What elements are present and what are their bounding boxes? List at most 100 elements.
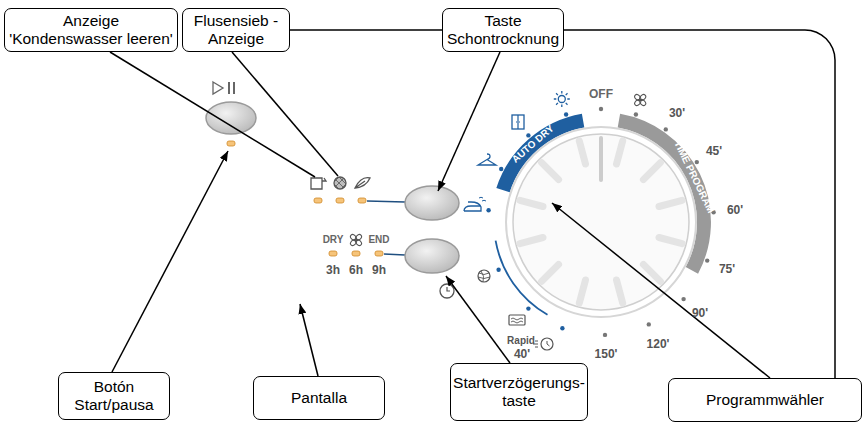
dial-knob <box>513 134 689 310</box>
leader-line <box>446 276 510 363</box>
sun-rays <box>554 91 570 107</box>
leader-line <box>110 52 315 177</box>
delicate-icon <box>355 178 370 188</box>
time-marker: 45' <box>706 145 722 157</box>
led-link-line <box>384 254 405 255</box>
delay-button <box>405 239 459 273</box>
wardrobe-doors <box>516 115 520 129</box>
clock-hands <box>447 287 450 291</box>
position-dot <box>526 306 530 310</box>
time-marker: 150' <box>595 348 618 360</box>
band-label: AUTO DRY <box>511 124 557 165</box>
indicator-led <box>352 251 360 256</box>
indicator-led <box>314 198 322 203</box>
fan-icon <box>634 93 647 106</box>
iron-steam <box>479 197 486 201</box>
fan-blade <box>349 233 357 241</box>
callout-text: Pantalla <box>291 389 347 407</box>
hanger-icon <box>478 154 496 165</box>
start-button <box>206 102 256 134</box>
fan-blade <box>634 93 642 101</box>
wardrobe-icon <box>512 115 524 129</box>
pause-bar <box>228 82 230 94</box>
indicator-icons <box>311 177 405 203</box>
dial-rim <box>506 127 696 317</box>
delay-hours: 6h <box>349 264 363 276</box>
indicator-led <box>336 198 344 203</box>
position-dot <box>496 268 500 272</box>
wool-threads <box>478 271 490 282</box>
indicator-led <box>329 251 337 256</box>
time-marker: 40' <box>514 348 530 360</box>
indicator-callout: Anzeige 'Kondenswasser leeren' <box>4 8 178 52</box>
leader-line <box>552 203 770 378</box>
program-label: Rapid <box>507 336 535 346</box>
button-callout: Botón Start/pausa <box>58 372 170 420</box>
position-dot <box>599 107 603 111</box>
position-dot <box>647 322 651 326</box>
position-dot <box>526 133 530 137</box>
leader-line <box>112 151 228 372</box>
position-dot <box>634 112 638 116</box>
iron-body <box>464 202 481 211</box>
leader-line <box>438 52 500 191</box>
wardrobe-body <box>512 115 524 129</box>
rapid-icon <box>533 338 553 350</box>
time-marker: 120' <box>647 338 670 350</box>
indicator-led <box>227 141 235 146</box>
indicator-callout: Flusensieb -Anzeige <box>182 8 290 52</box>
button-callout: Startverzögerungs- taste <box>450 363 588 421</box>
leader-line <box>232 52 338 176</box>
callout-text: Botón Start/pausa <box>59 378 169 414</box>
selector-callout: Programmwähler <box>668 378 862 422</box>
position-dot <box>705 258 709 262</box>
knob-pointer <box>599 138 603 180</box>
display-label: END <box>368 235 389 245</box>
rapid-lines <box>533 341 550 347</box>
load-box <box>509 315 525 325</box>
callout-text: Flusensieb -Anzeige <box>183 12 289 48</box>
position-dot <box>681 297 685 301</box>
wool-icon <box>478 270 490 282</box>
wool-ball <box>478 270 490 282</box>
sun-core <box>558 96 565 103</box>
mixed-load-icon <box>509 315 525 325</box>
delicate-button <box>405 186 459 220</box>
dial-position: OFF <box>589 88 613 100</box>
time-marker: 75' <box>719 263 735 275</box>
callout-text: Taste Schontrocknung <box>443 12 563 48</box>
display-label: DRY <box>323 235 344 245</box>
program-dial <box>464 91 716 350</box>
indicator-led <box>358 198 366 203</box>
leader-line <box>300 304 318 376</box>
position-dot <box>499 167 503 171</box>
position-dot <box>664 127 668 131</box>
iron-icon <box>464 197 486 211</box>
clock-icon <box>440 284 454 298</box>
delay-hours: 3h <box>326 264 340 276</box>
position-dot <box>560 326 564 330</box>
time-marker: 60' <box>727 204 743 216</box>
delay-hours: 9h <box>372 264 386 276</box>
lint-filter-icon <box>334 177 346 189</box>
position-dot <box>695 160 699 164</box>
position-dot <box>486 208 490 212</box>
position-dot <box>564 112 568 116</box>
clock-face <box>440 284 454 298</box>
load-waves <box>511 318 523 323</box>
callout-text: Anzeige 'Kondenswasser leeren' <box>5 12 177 48</box>
pause-bar <box>233 82 235 94</box>
callout-text: Programmwähler <box>706 391 824 409</box>
indicator-led <box>375 251 383 256</box>
play-symbol <box>213 82 223 94</box>
position-dot <box>603 333 607 337</box>
display-callout: Pantalla <box>253 376 385 420</box>
callout-text: Startverzögerungs- taste <box>451 374 587 410</box>
water-tank-icon <box>311 178 326 189</box>
fan-icon <box>349 233 362 246</box>
leader-lines <box>110 52 770 378</box>
